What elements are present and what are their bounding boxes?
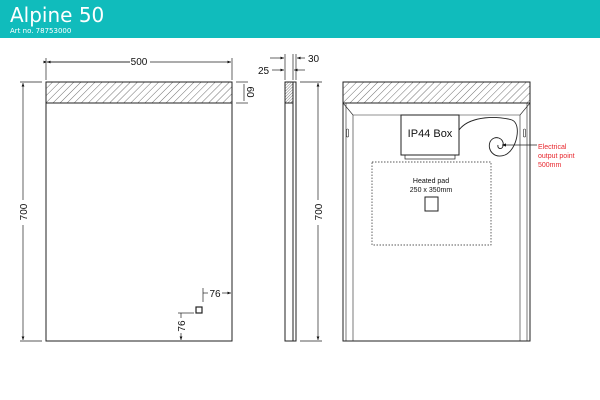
- header-banner: Alpine 50 Art no. 78753000: [0, 0, 600, 38]
- switch-offset-y: 76: [177, 320, 188, 332]
- cable-spiral: [458, 117, 518, 157]
- height-dimension-front: 700: [19, 203, 30, 220]
- heated-pad-size: 250 x 350mm: [410, 187, 453, 194]
- front-view: [20, 58, 248, 342]
- heated-pad-connector: [424, 196, 439, 212]
- mirror-outline: [45, 81, 233, 342]
- depth-total-dimension: 30: [308, 54, 320, 65]
- switch-offset-x: 76: [209, 289, 221, 300]
- electrical-label-line-1: Electrical: [538, 144, 567, 151]
- switch-icon: [195, 306, 203, 314]
- rear-view: [342, 81, 537, 342]
- side-outline: [284, 81, 297, 342]
- side-view: [270, 54, 322, 342]
- article-number: Art no. 78753000: [10, 27, 72, 35]
- electrical-label-line-2: output point: [538, 153, 575, 160]
- height-dimension-side: 700: [314, 203, 325, 220]
- heated-pad-outline: [371, 161, 492, 246]
- mount-slot-icon: [523, 128, 526, 138]
- mount-slot-icon: [346, 128, 349, 138]
- depth-frame-dimension: 25: [258, 66, 270, 77]
- top-band-dimension: 60: [244, 86, 255, 98]
- top-band-hatch: [45, 81, 233, 104]
- ip44-box-label: IP44 Box: [408, 128, 453, 140]
- heated-pad-label: Heated pad: [413, 178, 449, 185]
- width-dimension: 500: [131, 57, 148, 68]
- electrical-label-line-3: 500mm: [538, 162, 562, 169]
- product-title: Alpine 50: [10, 3, 105, 27]
